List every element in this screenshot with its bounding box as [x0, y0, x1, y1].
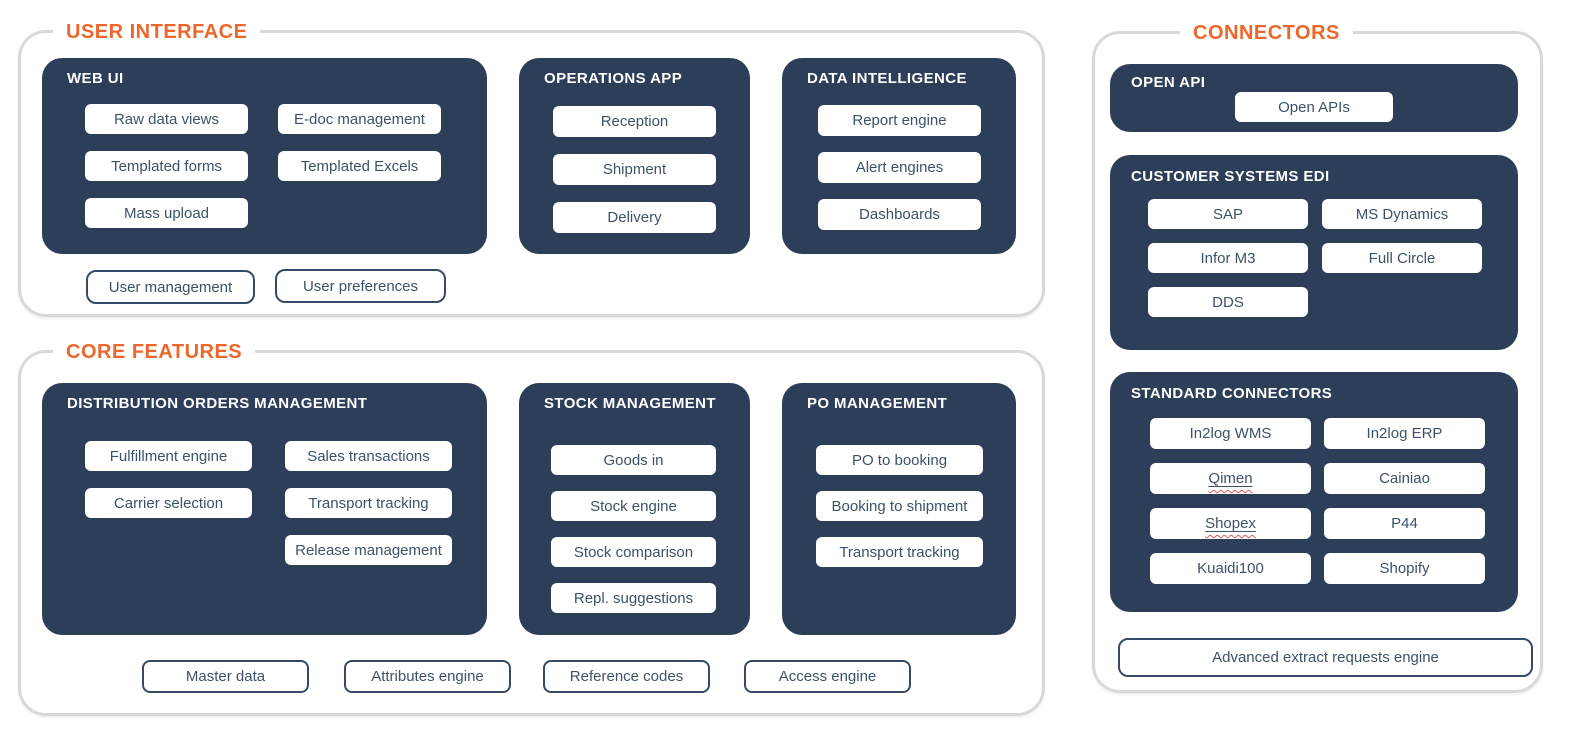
pill-fulfillment-engine: Fulfillment engine	[85, 441, 252, 471]
pill-qimen: Qimen	[1150, 463, 1311, 494]
pill-alert-engines: Alert engines	[818, 152, 981, 183]
pill-full-circle: Full Circle	[1322, 243, 1482, 273]
group-title-web-ui: WEB UI	[67, 70, 124, 87]
group-title-distribution-orders-management: DISTRIBUTION ORDERS MANAGEMENT	[67, 395, 368, 412]
group-standard-connectors: STANDARD CONNECTORS In2log WMS Qimen Sho…	[1110, 372, 1518, 612]
web-ui-col2: E-doc management Templated Excels	[278, 104, 441, 228]
pill-in2log-erp: In2log ERP	[1324, 418, 1485, 449]
group-customer-systems-edi: CUSTOMER SYSTEMS EDI SAP Infor M3 DDS MS…	[1110, 155, 1518, 350]
group-title-po-management: PO MANAGEMENT	[807, 395, 948, 412]
pill-templated-forms: Templated forms	[85, 151, 248, 181]
pill-shipment: Shipment	[553, 154, 716, 185]
open-api-buttons: Open APIs	[1235, 92, 1393, 122]
operations-app-buttons: Reception Shipment Delivery	[553, 106, 716, 233]
section-connectors: CONNECTORS OPEN API Open APIs CUSTOMER S…	[1092, 19, 1543, 693]
pill-cainiao: Cainiao	[1324, 463, 1485, 494]
pill-release-management: Release management	[285, 535, 452, 565]
web-ui-buttons: Raw data views Templated forms Mass uplo…	[85, 104, 441, 228]
pill-raw-data-views: Raw data views	[85, 104, 248, 134]
pill-goods-in: Goods in	[551, 445, 716, 475]
group-stock-management: STOCK MANAGEMENT Goods in Stock engine S…	[519, 383, 750, 635]
po-management-buttons: PO to booking Booking to shipment Transp…	[816, 445, 983, 567]
section-title-connectors: CONNECTORS	[1180, 19, 1353, 47]
pill-master-data: Master data	[142, 660, 309, 693]
pill-shopify: Shopify	[1324, 553, 1485, 584]
data-intelligence-buttons: Report engine Alert engines Dashboards	[818, 105, 981, 230]
group-operations-app: OPERATIONS APP Reception Shipment Delive…	[519, 58, 750, 254]
pill-sales-transactions: Sales transactions	[285, 441, 452, 471]
pill-dds: DDS	[1148, 287, 1308, 317]
pill-kuaidi100: Kuaidi100	[1150, 553, 1311, 584]
pill-transport-tracking-po: Transport tracking	[816, 537, 983, 567]
pill-stock-comparison: Stock comparison	[551, 537, 716, 567]
pill-stock-engine: Stock engine	[551, 491, 716, 521]
pill-user-management: User management	[86, 270, 255, 304]
customer-systems-edi-buttons: SAP Infor M3 DDS MS Dynamics Full Circle	[1148, 199, 1482, 317]
pill-reception: Reception	[553, 106, 716, 137]
group-title-open-api: OPEN API	[1131, 74, 1206, 91]
pill-booking-to-shipment: Booking to shipment	[816, 491, 983, 521]
pill-reference-codes: Reference codes	[543, 660, 710, 693]
group-web-ui: WEB UI Raw data views Templated forms Ma…	[42, 58, 487, 254]
pill-open-apis: Open APIs	[1235, 92, 1393, 122]
pill-user-preferences: User preferences	[275, 269, 446, 303]
section-user-interface: USER INTERFACE WEB UI Raw data views Tem…	[18, 18, 1045, 317]
web-ui-col1: Raw data views Templated forms Mass uplo…	[85, 104, 248, 228]
pill-sap: SAP	[1148, 199, 1308, 229]
pill-shopex: Shopex	[1150, 508, 1311, 539]
distribution-orders-buttons: Fulfillment engine Carrier selection Sal…	[85, 441, 452, 565]
pill-ms-dynamics: MS Dynamics	[1322, 199, 1482, 229]
pill-templated-excels: Templated Excels	[278, 151, 441, 181]
group-open-api: OPEN API Open APIs	[1110, 64, 1518, 132]
pill-mass-upload: Mass upload	[85, 198, 248, 228]
pill-edoc-management: E-doc management	[278, 104, 441, 134]
spellcheck-wavy-underline: Shopex	[1205, 515, 1256, 532]
section-title-core-features: CORE FEATURES	[53, 338, 256, 366]
pill-attributes-engine: Attributes engine	[344, 660, 511, 693]
section-core-features: CORE FEATURES DISTRIBUTION ORDERS MANAGE…	[18, 338, 1045, 716]
group-title-data-intelligence: DATA INTELLIGENCE	[807, 70, 967, 87]
pill-delivery: Delivery	[553, 202, 716, 233]
pill-report-engine: Report engine	[818, 105, 981, 136]
pill-repl-suggestions: Repl. suggestions	[551, 583, 716, 613]
pill-advanced-extract-requests-engine: Advanced extract requests engine	[1118, 638, 1533, 677]
pill-in2log-wms: In2log WMS	[1150, 418, 1311, 449]
pill-carrier-selection: Carrier selection	[85, 488, 252, 518]
group-distribution-orders-management: DISTRIBUTION ORDERS MANAGEMENT Fulfillme…	[42, 383, 487, 635]
group-title-stock-management: STOCK MANAGEMENT	[544, 395, 716, 412]
pill-po-to-booking: PO to booking	[816, 445, 983, 475]
spellcheck-wavy-underline: Qimen	[1208, 470, 1253, 487]
group-data-intelligence: DATA INTELLIGENCE Report engine Alert en…	[782, 58, 1016, 254]
standard-connectors-buttons: In2log WMS Qimen Shopex Kuaidi100 In2log…	[1150, 418, 1485, 584]
group-title-customer-systems-edi: CUSTOMER SYSTEMS EDI	[1131, 168, 1330, 185]
group-po-management: PO MANAGEMENT PO to booking Booking to s…	[782, 383, 1016, 635]
group-title-operations-app: OPERATIONS APP	[544, 70, 683, 87]
pill-transport-tracking-dom: Transport tracking	[285, 488, 452, 518]
pill-dashboards: Dashboards	[818, 199, 981, 230]
pill-infor-m3: Infor M3	[1148, 243, 1308, 273]
pill-access-engine: Access engine	[744, 660, 911, 693]
section-title-user-interface: USER INTERFACE	[53, 18, 261, 46]
stock-management-buttons: Goods in Stock engine Stock comparison R…	[551, 445, 716, 613]
group-title-standard-connectors: STANDARD CONNECTORS	[1131, 385, 1333, 402]
pill-p44: P44	[1324, 508, 1485, 539]
